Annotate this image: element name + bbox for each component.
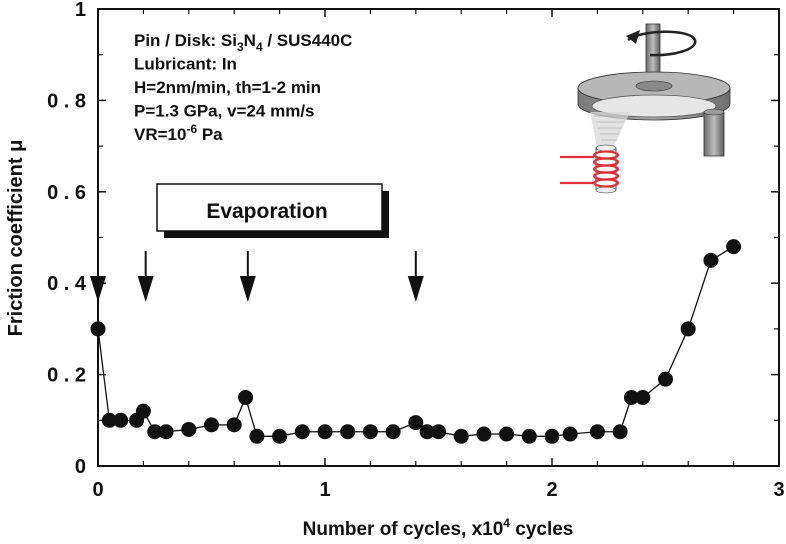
- data-point: [453, 428, 469, 444]
- data-point: [680, 321, 696, 337]
- x-tick-label: 0: [92, 479, 103, 501]
- data-point: [635, 389, 651, 405]
- data-point: [408, 415, 424, 431]
- data-point: [317, 424, 333, 440]
- data-point: [272, 428, 288, 444]
- data-point: [385, 424, 401, 440]
- data-point: [612, 424, 628, 440]
- evaporation-arrows: [90, 251, 424, 302]
- data-point: [362, 424, 378, 440]
- y-tick-label: 1: [75, 0, 86, 21]
- data-point: [562, 426, 578, 442]
- y-tick-label: 0 . 4: [47, 273, 87, 295]
- condition-line: VR=10-6 Pa: [134, 122, 223, 144]
- x-tick-label: 1: [319, 479, 330, 501]
- evaporation-label-box: Evaporation: [156, 183, 389, 238]
- data-point: [135, 403, 151, 419]
- data-point: [703, 252, 719, 268]
- series-markers: [90, 239, 742, 444]
- data-point: [204, 417, 219, 433]
- data-point: [544, 428, 560, 444]
- x-tick-labels: 0 1 2 3: [92, 479, 784, 501]
- evaporation-label: Evaporation: [206, 200, 327, 223]
- data-point: [476, 426, 492, 442]
- data-point: [90, 321, 106, 337]
- evaporation-arrow-head: [239, 276, 256, 302]
- data-point: [113, 412, 129, 428]
- condition-line: Pin / Disk: Si3N4 / SUS440C: [134, 31, 352, 54]
- data-point: [499, 426, 515, 442]
- y-axis-label: Friction coefficient μ: [5, 140, 27, 337]
- data-point: [431, 424, 446, 440]
- evaporation-arrow-head: [90, 276, 106, 302]
- data-point: [238, 389, 254, 405]
- data-point: [589, 424, 605, 440]
- data-point: [147, 424, 163, 440]
- y-tick-labels: 0 0 . 2 0 . 4 0 . 6 0 . 8 1: [47, 0, 87, 478]
- axis-ticks: [97, 8, 780, 467]
- data-point: [521, 428, 537, 444]
- y-tick-label: 0 . 2: [47, 365, 86, 387]
- data-point: [181, 421, 197, 437]
- data-point: [158, 424, 174, 440]
- evaporation-arrow-head: [137, 276, 154, 302]
- data-point: [623, 389, 639, 405]
- condition-line: P=1.3 GPa, v=24 mm/s: [134, 102, 315, 121]
- y-tick-label: 0 . 6: [47, 182, 86, 204]
- pin-on-disk-apparatus-icon: [560, 23, 731, 194]
- data-point: [294, 424, 310, 440]
- condition-line: H=2nm/min, th=1-2 min: [134, 78, 321, 97]
- data-point: [419, 424, 435, 440]
- evaporation-arrow-head: [407, 276, 424, 302]
- x-tick-label: 2: [546, 479, 557, 501]
- data-point: [101, 412, 117, 428]
- x-axis-label: Number of cycles, x104 cycles: [303, 516, 574, 540]
- data-point: [226, 417, 242, 433]
- x-tick-label: 3: [773, 479, 784, 501]
- condition-line: Lubricant: In: [134, 55, 237, 74]
- y-tick-label: 0: [75, 456, 86, 478]
- data-point: [249, 428, 265, 444]
- data-point: [340, 424, 356, 440]
- data-point: [726, 239, 742, 255]
- data-point: [658, 371, 673, 387]
- y-tick-label: 0 . 8: [47, 90, 86, 112]
